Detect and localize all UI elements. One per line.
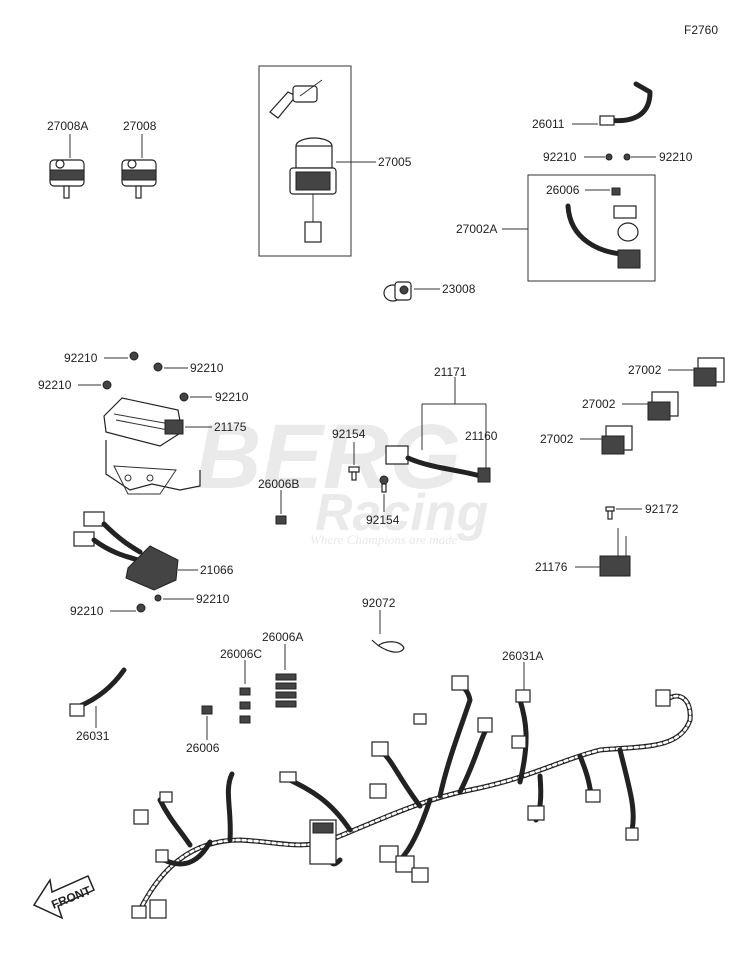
nut-92210-l2[interactable] bbox=[153, 362, 163, 372]
ignition-switch-27005[interactable] bbox=[269, 79, 337, 243]
main-harness-26031A[interactable] bbox=[131, 675, 693, 919]
watermark: BERG Racing Where Champions are made bbox=[195, 406, 488, 547]
front-arrow-icon: FRONT bbox=[32, 875, 95, 920]
fuses-26006C[interactable] bbox=[239, 687, 251, 724]
fuse-26006-bottom[interactable] bbox=[201, 705, 213, 715]
label-92210-l2: 92210 bbox=[190, 361, 224, 375]
fuse-26006B[interactable] bbox=[275, 515, 287, 525]
starter-relay-27002A[interactable] bbox=[565, 187, 641, 269]
key-cover-27008A[interactable] bbox=[49, 159, 85, 199]
label-27002-a: 27002 bbox=[628, 363, 662, 377]
key-cover-27008[interactable] bbox=[121, 159, 157, 199]
label-21160: 21160 bbox=[465, 429, 498, 443]
label-92154-b: 92154 bbox=[366, 513, 400, 527]
bolt-92154-b[interactable] bbox=[379, 475, 389, 493]
watermark-brand: BERG bbox=[195, 406, 461, 508]
nut-92210-l1[interactable] bbox=[129, 351, 139, 361]
sensor-21160[interactable] bbox=[385, 445, 491, 483]
sub-harness-26031[interactable] bbox=[69, 667, 127, 717]
relay-27002-c[interactable] bbox=[601, 425, 633, 455]
label-27002-b: 27002 bbox=[582, 397, 616, 411]
clamp-92072[interactable] bbox=[371, 639, 405, 653]
label-92210-l4: 92210 bbox=[215, 390, 249, 404]
label-26006-bottom: 26006 bbox=[186, 741, 220, 755]
label-26031A: 26031A bbox=[502, 649, 543, 663]
label-27002A: 27002A bbox=[456, 222, 497, 236]
label-26006C: 26006C bbox=[220, 647, 262, 661]
label-26006A: 26006A bbox=[262, 630, 303, 644]
label-92154-a: 92154 bbox=[332, 427, 366, 441]
part-21176[interactable] bbox=[599, 528, 631, 577]
label-27008: 27008 bbox=[123, 119, 157, 133]
label-92072: 92072 bbox=[362, 596, 396, 610]
nut-92210-tr-b[interactable] bbox=[623, 153, 631, 161]
label-92210-tr-a: 92210 bbox=[543, 150, 577, 164]
regulator-21066[interactable] bbox=[73, 511, 179, 613]
watermark-sub: Racing bbox=[315, 484, 488, 542]
nut-92210-tr-a[interactable] bbox=[605, 153, 613, 161]
label-92210-l1: 92210 bbox=[64, 351, 98, 365]
label-26031: 26031 bbox=[76, 729, 110, 743]
label-26006-top: 26006 bbox=[546, 183, 580, 197]
nut-92210-l3[interactable] bbox=[102, 380, 112, 390]
nut-92210-l4[interactable] bbox=[179, 392, 189, 402]
label-21066: 21066 bbox=[200, 563, 234, 577]
box-27005 bbox=[258, 65, 352, 257]
label-92210-b2: 92210 bbox=[196, 592, 230, 606]
label-92210-b1: 92210 bbox=[70, 604, 104, 618]
battery-cable-26011[interactable] bbox=[599, 81, 653, 126]
label-26006B: 26006B bbox=[258, 477, 299, 491]
label-26011: 26011 bbox=[532, 117, 565, 131]
label-27005: 27005 bbox=[378, 155, 412, 169]
label-92210-tr-b: 92210 bbox=[659, 150, 693, 164]
label-21171: 21171 bbox=[434, 365, 467, 379]
label-21176: 21176 bbox=[535, 560, 568, 574]
label-23008: 23008 bbox=[442, 282, 476, 296]
label-92172: 92172 bbox=[645, 502, 679, 516]
bolt-92154-a[interactable] bbox=[348, 466, 360, 481]
label-27008A: 27008A bbox=[47, 119, 88, 133]
part-23008[interactable] bbox=[383, 281, 412, 302]
box-27002A bbox=[527, 174, 656, 282]
relay-27002-b[interactable] bbox=[647, 391, 679, 421]
relay-27002-a[interactable] bbox=[693, 357, 725, 387]
ecu-21175[interactable] bbox=[103, 397, 201, 495]
label-92210-l3: 92210 bbox=[38, 378, 72, 392]
label-21175: 21175 bbox=[214, 420, 247, 434]
watermark-tagline: Where Champions are made bbox=[310, 532, 458, 547]
fuses-26006A[interactable] bbox=[275, 673, 297, 708]
label-27002-c: 27002 bbox=[540, 432, 574, 446]
diagram-code: F2760 bbox=[684, 23, 718, 37]
screw-92172[interactable] bbox=[605, 506, 615, 520]
